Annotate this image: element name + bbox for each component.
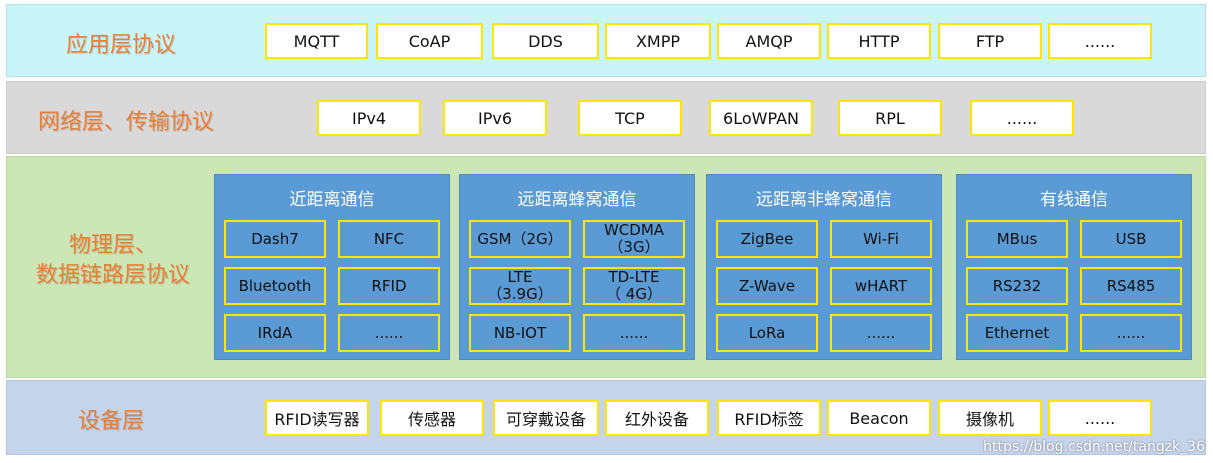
- protocol-cell-gsm: GSM（2G）: [469, 220, 571, 258]
- protocol-cell-dash7: Dash7: [224, 220, 326, 258]
- protocol-box-ipv6: IPv6: [443, 100, 547, 136]
- protocol-cell-more: ......: [583, 314, 685, 352]
- device-layer-title: 设备层: [77, 409, 144, 434]
- group-title: 有线通信: [1040, 190, 1108, 210]
- physical-layer-title-line1: 物理层、: [68, 233, 157, 258]
- protocol-cell-bluetooth: Bluetooth: [224, 267, 326, 305]
- group-cellular: 远距离蜂窝通信 GSM（2G） WCDMA（3G） LTE（3.9G） TD-L…: [459, 174, 695, 360]
- protocol-box-dds: DDS: [492, 23, 599, 59]
- protocol-cell-lte: LTE（3.9G）: [469, 267, 571, 305]
- protocol-box-rpl: RPL: [838, 100, 942, 136]
- device-box-sensor: 传感器: [380, 400, 484, 436]
- protocol-cell-more: ......: [1080, 314, 1182, 352]
- protocol-cell-nfc: NFC: [338, 220, 440, 258]
- protocol-box-xmpp: XMPP: [605, 23, 711, 59]
- group-title: 远距离非蜂窝通信: [756, 190, 892, 210]
- application-layer: 应用层协议 MQTT CoAP DDS XMPP AMQP HTTP FTP .…: [6, 4, 1206, 77]
- protocol-cell-more: ......: [830, 314, 932, 352]
- group-wired: 有线通信 MBus USB RS232 RS485 Ethernet .....…: [956, 174, 1192, 360]
- group-title: 近距离通信: [289, 190, 375, 210]
- protocol-box-mqtt: MQTT: [265, 23, 368, 59]
- network-layer-title: 网络层、传输协议: [37, 110, 214, 135]
- device-box-infrared: 红外设备: [605, 400, 709, 436]
- protocol-box-http: HTTP: [827, 23, 931, 59]
- protocol-box-ftp: FTP: [938, 23, 1042, 59]
- device-box-rfid-reader: RFID读写器: [265, 400, 369, 436]
- protocol-cell-whart: wHART: [830, 267, 932, 305]
- physical-layer-title: 物理层、 数据链路层协议: [13, 231, 213, 291]
- device-box-wearable: 可穿戴设备: [493, 400, 599, 436]
- protocol-cell-rs485: RS485: [1080, 267, 1182, 305]
- protocol-cell-rs232: RS232: [966, 267, 1068, 305]
- device-layer: 设备层 RFID读写器 传感器 可穿戴设备 红外设备 RFID标签 Beacon…: [6, 380, 1206, 455]
- physical-layer-title-line2: 数据链路层协议: [35, 263, 190, 288]
- protocol-cell-wifi: Wi-Fi: [830, 220, 932, 258]
- protocol-cell-wcdma: WCDMA（3G）: [583, 220, 685, 258]
- protocol-cell-ethernet: Ethernet: [966, 314, 1068, 352]
- application-layer-title: 应用层协议: [65, 33, 176, 58]
- protocol-cell-z-wave: Z-Wave: [716, 267, 818, 305]
- protocol-box-ipv4: IPv4: [317, 100, 421, 136]
- device-box-more: ......: [1048, 400, 1152, 436]
- group-title: 远距离蜂窝通信: [517, 190, 637, 210]
- protocol-cell-lora: LoRa: [716, 314, 818, 352]
- protocol-box-more: ......: [1048, 23, 1152, 59]
- protocol-cell-usb: USB: [1080, 220, 1182, 258]
- protocol-box-more: ......: [970, 100, 1074, 136]
- protocol-box-6lowpan: 6LoWPAN: [709, 100, 813, 136]
- device-box-camera: 摄像机: [938, 400, 1042, 436]
- protocol-cell-td-lte: TD-LTE（ 4G）: [583, 267, 685, 305]
- protocol-cell-rfid: RFID: [338, 267, 440, 305]
- protocol-cell-mbus: MBus: [966, 220, 1068, 258]
- group-short-range: 近距离通信 Dash7 NFC Bluetooth RFID IRdA ....…: [214, 174, 450, 360]
- device-box-beacon: Beacon: [827, 400, 931, 436]
- physical-layer: 物理层、 数据链路层协议 近距离通信 Dash7 NFC Bluetooth R…: [6, 156, 1206, 378]
- protocol-box-amqp: AMQP: [717, 23, 821, 59]
- protocol-cell-irda: IRdA: [224, 314, 326, 352]
- protocol-cell-nb-iot: NB-IOT: [469, 314, 571, 352]
- group-non-cellular: 远距离非蜂窝通信 ZigBee Wi-Fi Z-Wave wHART LoRa …: [706, 174, 942, 360]
- device-box-rfid-tag: RFID标签: [717, 400, 821, 436]
- protocol-box-coap: CoAP: [376, 23, 483, 59]
- protocol-cell-zigbee: ZigBee: [716, 220, 818, 258]
- watermark: https://blog.csdn.net/tangzk_36: [983, 439, 1205, 455]
- protocol-cell-more: ......: [338, 314, 440, 352]
- protocol-box-tcp: TCP: [578, 100, 682, 136]
- network-layer: 网络层、传输协议 IPv4 IPv6 TCP 6LoWPAN RPL .....…: [6, 81, 1206, 154]
